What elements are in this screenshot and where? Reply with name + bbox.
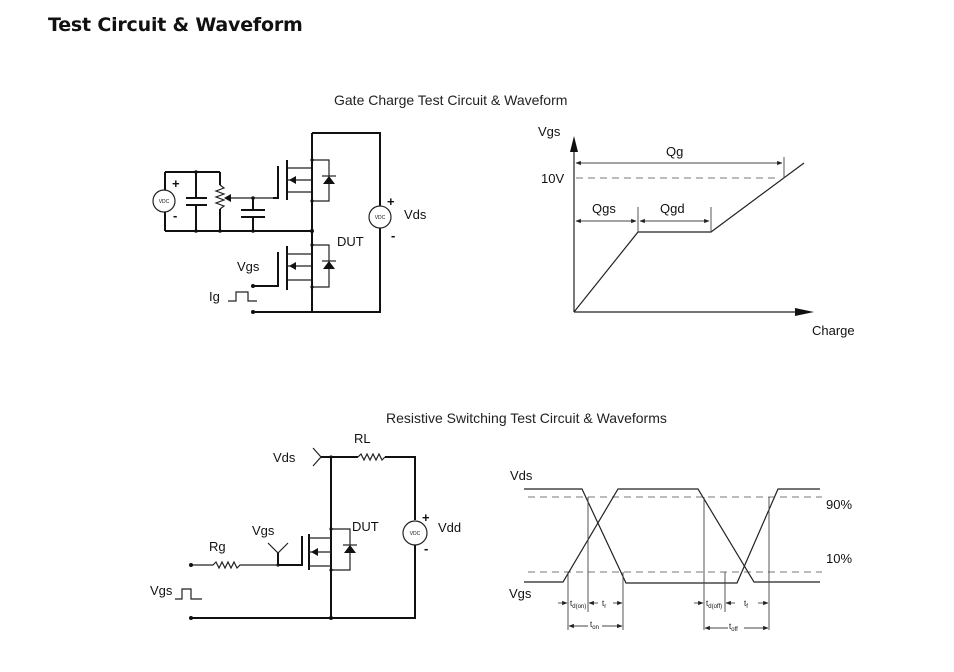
td-on-label: td(on) xyxy=(570,599,586,610)
vds-label: Vds xyxy=(273,450,296,465)
right-voltage-source: VDC + - Vds xyxy=(368,194,427,243)
gate-charge-circuit: VDC + - xyxy=(152,132,427,314)
pulse-icon xyxy=(228,291,257,302)
level-10v-label: 10V xyxy=(541,171,564,186)
vgs-probe-icon xyxy=(267,542,289,554)
capacitor-icon xyxy=(241,196,265,233)
level-10-label: 10% xyxy=(826,551,852,566)
y-axis-label: Vgs xyxy=(538,124,561,139)
vgs-label: Vgs xyxy=(237,259,260,274)
tr-label: tr xyxy=(602,599,606,610)
toff-label: toff xyxy=(729,622,738,633)
switching-waveform: Vds Vgs 90% 10% td(on) tr ton td(off) xyxy=(509,468,852,633)
resistive-switching-circuit: Vds RL VDC + - Vdd xyxy=(150,431,461,620)
qgd-label: Qgd xyxy=(660,201,685,216)
vgs-label: Vgs xyxy=(252,523,275,538)
gate-charge-waveform: Vgs Charge 10V Qg Qgs Qgd xyxy=(538,124,855,338)
y-axis-arrow-icon xyxy=(570,136,578,152)
vdd-source: VDC + - Vdd xyxy=(402,510,461,556)
vds-probe-icon xyxy=(312,447,322,467)
qg-label: Qg xyxy=(666,144,683,159)
plus-sign: + xyxy=(172,176,180,191)
ig-label: Ig xyxy=(209,289,220,304)
vds-trace-falling xyxy=(524,488,719,584)
x-axis-arrow-icon xyxy=(795,308,814,316)
rl-label: RL xyxy=(354,431,371,446)
vds-trace-rising xyxy=(719,488,820,584)
vdd-label: Vdd xyxy=(438,520,461,535)
dut-mosfet-icon xyxy=(278,527,357,572)
vgs-trace xyxy=(524,488,820,583)
plus-sign: + xyxy=(387,194,395,209)
qgs-label: Qgs xyxy=(592,201,616,216)
level-90-label: 90% xyxy=(826,497,852,512)
vds-label: Vds xyxy=(510,468,533,483)
dut-label: DUT xyxy=(337,234,364,249)
capacitor-icon xyxy=(186,170,207,233)
td-off-label: td(off) xyxy=(706,599,722,610)
vgs-curve xyxy=(573,162,805,313)
vdc-source-icon xyxy=(368,205,392,229)
ton-label: ton xyxy=(590,620,599,631)
pulse-icon xyxy=(175,588,202,600)
minus-sign: - xyxy=(424,541,428,556)
vdc-label: VDC xyxy=(159,199,170,205)
page-title: Test Circuit & Waveform xyxy=(48,14,303,36)
plus-sign: + xyxy=(422,510,430,525)
vgs-label: Vgs xyxy=(509,586,532,601)
minus-sign: - xyxy=(391,228,395,243)
dut-label: DUT xyxy=(352,519,379,534)
vds-label: Vds xyxy=(404,207,427,222)
vdc-label: VDC xyxy=(375,215,386,221)
vdc-source-icon xyxy=(152,189,176,213)
resistive-switching-caption: Resistive Switching Test Circuit & Wavef… xyxy=(386,410,667,426)
rl-resistor-icon xyxy=(357,452,386,462)
minus-sign: - xyxy=(173,208,177,223)
x-axis-label: Charge xyxy=(812,323,855,338)
left-voltage-source: VDC + - xyxy=(152,172,180,231)
vdc-label: VDC xyxy=(410,531,421,537)
upper-mosfet-icon xyxy=(273,133,336,231)
dut-mosfet-icon xyxy=(253,231,336,312)
tf-label: tf xyxy=(744,599,748,610)
rg-label: Rg xyxy=(209,539,226,554)
rg-resistor-icon xyxy=(191,560,278,570)
gate-charge-caption: Gate Charge Test Circuit & Waveform xyxy=(334,92,568,108)
vgs-pulse-label: Vgs xyxy=(150,583,173,598)
potentiometer-icon xyxy=(214,172,273,233)
